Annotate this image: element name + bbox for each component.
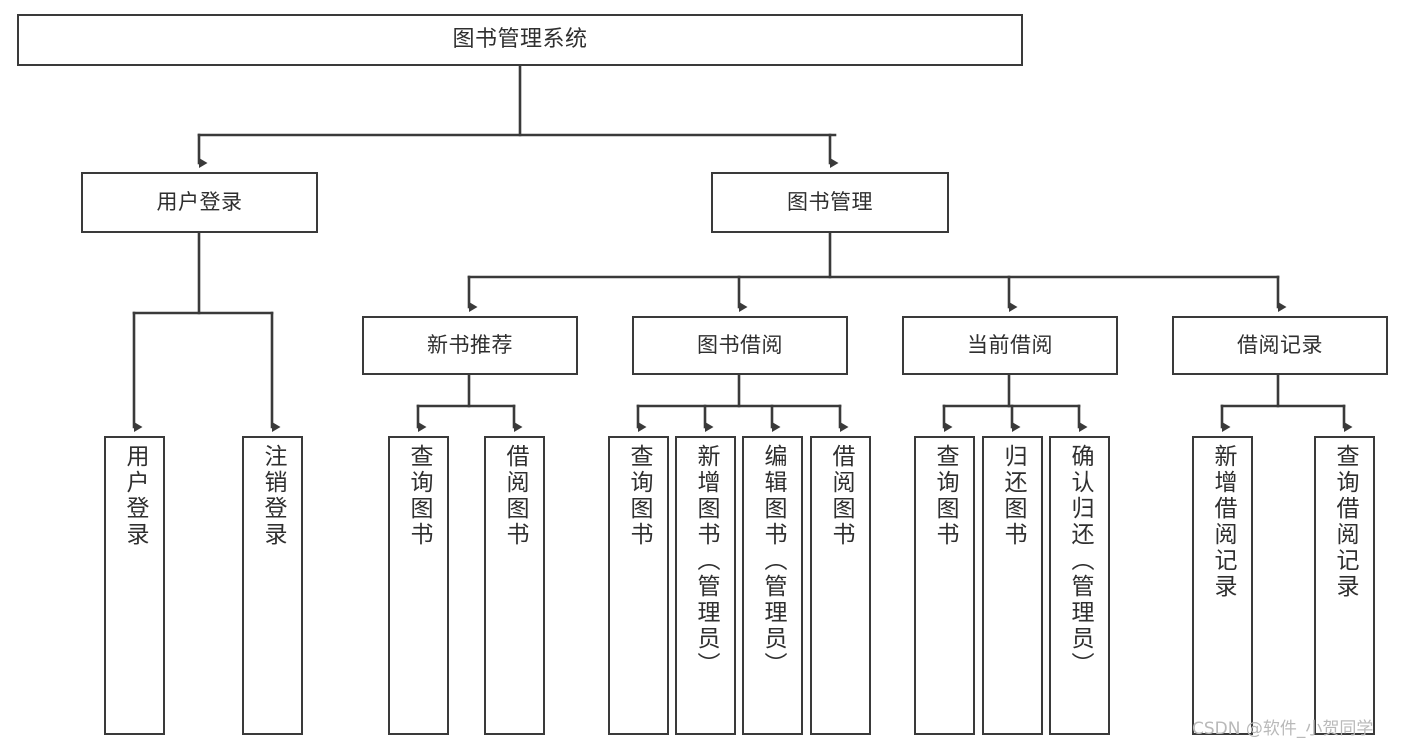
node-book-management-label: 图书管理 <box>787 190 873 215</box>
leaf-new-book-query[interactable]: 查询图书 <box>388 436 449 735</box>
leaf-book-borrow-edit[interactable]: 编辑图书（管理员） <box>742 436 803 735</box>
leaf-book-borrow-add[interactable]: 新增图书（管理员） <box>675 436 736 735</box>
leaf-borrow-record-query[interactable]: 查询借阅记录 <box>1314 436 1375 735</box>
leaf-book-borrow-edit-label: 编辑图书（管理员） <box>760 444 786 678</box>
leaf-new-book-borrow-label: 借阅图书 <box>502 444 528 548</box>
leaf-new-book-borrow[interactable]: 借阅图书 <box>484 436 545 735</box>
csdn-watermark: CSDN @软件_小贺同学 <box>1192 719 1374 739</box>
leaf-current-borrow-query[interactable]: 查询图书 <box>914 436 975 735</box>
leaf-user-login-logout[interactable]: 注销登录 <box>242 436 303 735</box>
leaf-book-borrow-borrow-label: 借阅图书 <box>828 444 854 548</box>
leaf-user-login-login[interactable]: 用户登录 <box>104 436 165 735</box>
node-book-management[interactable]: 图书管理 <box>711 172 949 233</box>
leaf-book-borrow-add-label: 新增图书（管理员） <box>693 444 719 678</box>
node-book-borrow-label: 图书借阅 <box>697 333 783 358</box>
node-root[interactable]: 图书管理系统 <box>17 14 1023 66</box>
node-root-label: 图书管理系统 <box>452 27 588 53</box>
node-borrow-record-label: 借阅记录 <box>1237 333 1323 358</box>
leaf-current-borrow-query-label: 查询图书 <box>932 444 958 548</box>
leaf-current-borrow-return-label: 归还图书 <box>1000 444 1026 548</box>
leaf-new-book-query-label: 查询图书 <box>406 444 432 548</box>
leaf-borrow-record-add[interactable]: 新增借阅记录 <box>1192 436 1253 735</box>
node-new-book-recommend[interactable]: 新书推荐 <box>362 316 578 375</box>
leaf-current-borrow-return[interactable]: 归还图书 <box>982 436 1043 735</box>
leaf-current-borrow-confirm-return[interactable]: 确认归还（管理员） <box>1049 436 1110 735</box>
leaf-current-borrow-confirm-return-label: 确认归还（管理员） <box>1067 444 1093 678</box>
leaf-book-borrow-query[interactable]: 查询图书 <box>608 436 669 735</box>
node-new-book-recommend-label: 新书推荐 <box>427 333 513 358</box>
leaf-book-borrow-query-label: 查询图书 <box>626 444 652 548</box>
leaf-user-login-login-label: 用户登录 <box>122 444 148 548</box>
leaf-book-borrow-borrow[interactable]: 借阅图书 <box>810 436 871 735</box>
node-current-borrow[interactable]: 当前借阅 <box>902 316 1118 375</box>
node-user-login-label: 用户登录 <box>156 190 243 215</box>
node-user-login[interactable]: 用户登录 <box>81 172 318 233</box>
leaf-user-login-logout-label: 注销登录 <box>260 444 286 548</box>
node-book-borrow[interactable]: 图书借阅 <box>632 316 848 375</box>
node-current-borrow-label: 当前借阅 <box>967 333 1053 358</box>
leaf-borrow-record-add-label: 新增借阅记录 <box>1210 444 1236 600</box>
node-borrow-record[interactable]: 借阅记录 <box>1172 316 1388 375</box>
leaf-borrow-record-query-label: 查询借阅记录 <box>1332 444 1358 600</box>
